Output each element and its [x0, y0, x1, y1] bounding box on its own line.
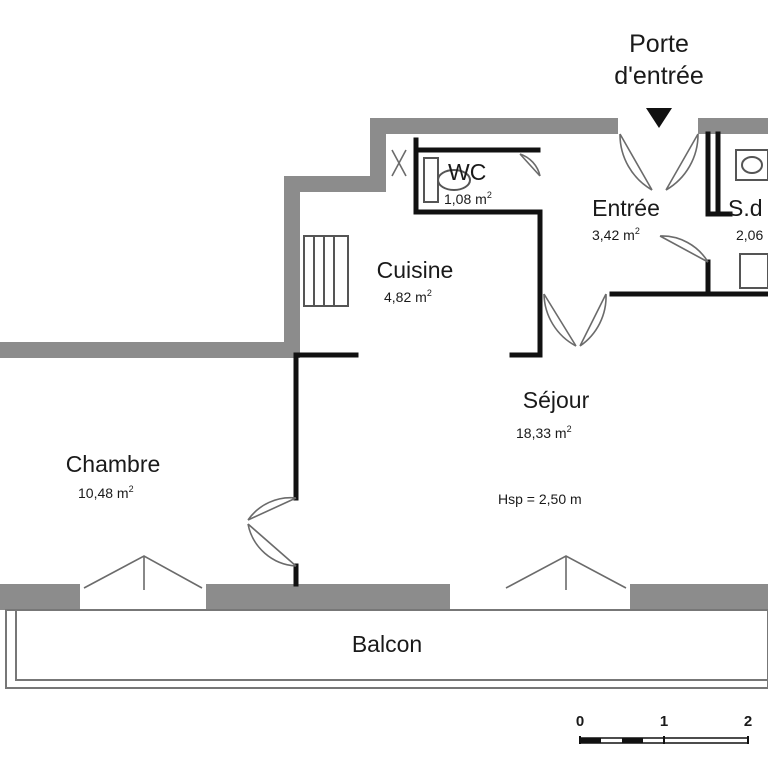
sejour-door-leaf-1: [543, 293, 577, 347]
wall-notch: [370, 118, 386, 192]
wall-bottom-2: [206, 584, 450, 610]
radiator-icon: [303, 235, 349, 307]
room-name-cuisine: Cuisine: [377, 257, 454, 283]
wall-top-right: [698, 118, 768, 134]
wc-door: [519, 153, 541, 177]
entrance-arrow-icon: [646, 108, 672, 128]
scale-tick-0: 0: [576, 713, 584, 730]
sejour-door-leaf-2: [579, 293, 607, 347]
wall-top-left: [370, 118, 618, 134]
toilet-icon: [423, 157, 471, 203]
scale-tick-1: 1: [660, 713, 668, 730]
ceiling-height: Hsp = 2,50 m: [498, 491, 582, 507]
room-area-sejour: 18,33 m2: [516, 424, 572, 441]
room-name-sejour: Séjour: [523, 387, 590, 413]
room-name-sdb: S.d: [728, 195, 763, 221]
room-area-sdb: 2,06: [736, 227, 763, 243]
sdb-door: [659, 235, 709, 263]
balcony: [5, 609, 768, 689]
wall-cuisine-top: [284, 176, 386, 192]
wall-chambre-top: [0, 342, 300, 358]
wall-cuisine-left: [284, 176, 300, 358]
exterior-walls: [0, 118, 768, 610]
scale-bar: 0 1 2: [576, 713, 752, 744]
shower-icon: [739, 253, 768, 289]
sink-icon: [735, 149, 768, 181]
scale-tick-2: 2: [744, 713, 752, 730]
chambre-window-door: [83, 555, 203, 589]
doors: [83, 133, 709, 590]
entry-door-right-leaf: [665, 133, 699, 191]
room-name-chambre: Chambre: [66, 451, 161, 477]
room-name-balcon: Balcon: [352, 631, 422, 657]
chambre-door-leaf-2: [247, 523, 297, 567]
room-area-cuisine: 4,82 m2: [384, 288, 432, 305]
entrance-label-line1: Porte: [629, 30, 689, 58]
wall-bottom-1: [0, 584, 80, 610]
room-area-chambre: 10,48 m2: [78, 484, 134, 501]
room-name-wc: WC: [448, 159, 486, 185]
room-name-entree: Entrée: [592, 195, 660, 221]
entry-door-left-leaf: [619, 133, 653, 191]
room-area-entree: 3,42 m2: [592, 226, 640, 243]
chambre-door-leaf-1: [247, 496, 297, 521]
vent-icon: [391, 149, 407, 177]
wall-bottom-3: [630, 584, 768, 610]
room-area-wc: 1,08 m2: [444, 190, 492, 207]
interior-walls: [293, 131, 768, 587]
entrance-label-line2: d'entrée: [614, 62, 704, 90]
fixtures: [303, 149, 768, 307]
